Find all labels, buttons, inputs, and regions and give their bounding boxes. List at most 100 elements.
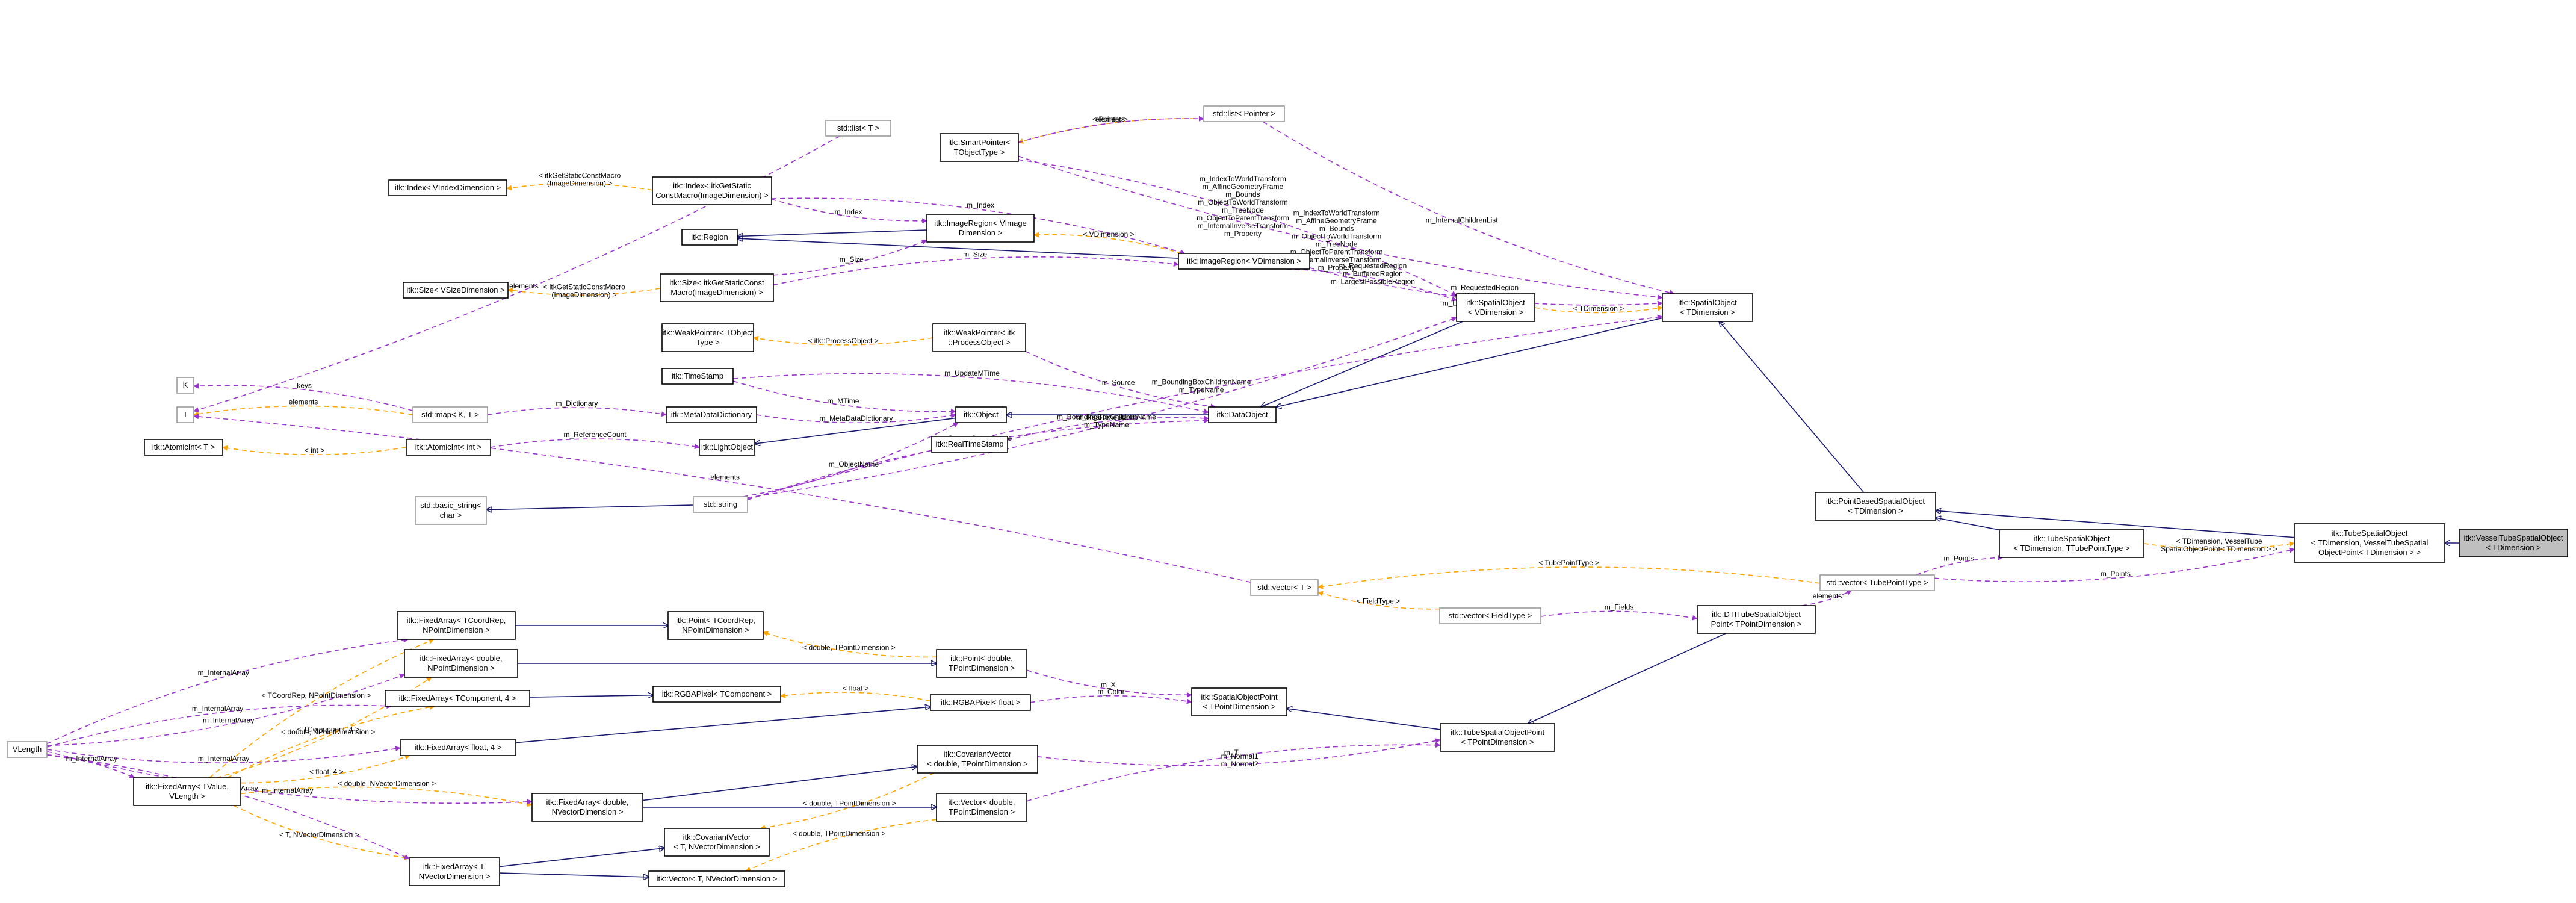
edge-label-line: m_Source xyxy=(1102,378,1135,386)
class-node-vessel[interactable]: itk::VesselTubeSpatialObject< TDimension… xyxy=(2459,529,2568,557)
class-node-fa-tcoord[interactable]: itk::FixedArray< TCoordRep,NPointDimensi… xyxy=(397,611,516,640)
class-node-object[interactable]: itk::Object xyxy=(955,406,1007,423)
edge-label: m_RealTimeStamp xyxy=(1076,413,1138,421)
class-node-t[interactable]: T xyxy=(176,406,194,423)
node-label-line: itk::PointBasedSpatialObject xyxy=(1826,497,1925,506)
class-node-atomicint-int[interactable]: itk::AtomicInt< int > xyxy=(406,439,491,456)
node-label-line: itk::TubeSpatialObjectPoint xyxy=(1451,728,1545,737)
class-node-std-list-pointer[interactable]: std::list< Pointer > xyxy=(1203,105,1285,122)
edge-template xyxy=(193,405,413,417)
class-node-std-basic-string[interactable]: std::basic_string<char > xyxy=(415,496,487,525)
class-node-lightobject[interactable]: itk::LightObject xyxy=(699,439,755,456)
class-node-spatialobj-v[interactable]: itk::SpatialObject< VDimension > xyxy=(1456,293,1535,322)
class-node-fa-double-np[interactable]: itk::FixedArray< double,NPointDimension … xyxy=(404,649,518,678)
node-label-line: itk::Index< VIndexDimension > xyxy=(395,183,501,192)
node-label-line: Point< TPointDimension > xyxy=(1711,619,1802,628)
edge-template xyxy=(745,819,937,872)
class-node-so-point[interactable]: itk::SpatialObjectPoint< TPointDimension… xyxy=(1191,687,1287,716)
node-label-line: itk::MetaDataDictionary xyxy=(671,410,752,419)
edge-label-line: < float, 4 > xyxy=(309,768,344,776)
edge-inherit xyxy=(1261,321,1463,407)
edge-label-line: < TCoordRep, NPointDimension > xyxy=(261,691,371,700)
class-node-tube-so[interactable]: itk::TubeSpatialObject< TDimension, TTub… xyxy=(1999,529,2144,558)
edge-label-line: m_Size xyxy=(840,255,864,264)
class-node-k[interactable]: K xyxy=(176,377,194,394)
edge-usage xyxy=(732,380,956,414)
edge-label-line: m_ReferenceCount xyxy=(563,430,627,439)
edge-label: m_InternalArray xyxy=(192,704,243,713)
class-node-tube-point[interactable]: itk::TubeSpatialObjectPoint< TPointDimen… xyxy=(1440,723,1555,752)
class-node-fa-tvalue[interactable]: itk::FixedArray< TValue,VLength > xyxy=(133,777,241,806)
node-box xyxy=(409,857,500,886)
edge-label-line: keys xyxy=(297,381,312,389)
edge-label-line: m_T xyxy=(1224,748,1239,757)
edge-label-line: m_RealTimeStamp xyxy=(1076,413,1138,421)
class-node-fa-float[interactable]: itk::FixedArray< float, 4 > xyxy=(400,739,516,756)
node-label-line: itk::FixedArray< double, xyxy=(546,798,629,807)
class-node-rgba-float[interactable]: itk::RGBAPixel< float > xyxy=(930,694,1031,711)
edge-label-line: < VDimension > xyxy=(1083,230,1134,238)
edge-label-line: < itkGetStaticConstMacro xyxy=(543,283,625,291)
node-label-line: ObjectPoint< TDimension > > xyxy=(2318,548,2421,557)
class-node-std-map[interactable]: std::map< K, T > xyxy=(412,406,488,423)
edge-usage xyxy=(46,703,392,748)
class-node-tube-so-vt[interactable]: itk::TubeSpatialObject< TDimension, Vess… xyxy=(2294,523,2445,563)
edge-label-line: < double, TPointDimension > xyxy=(803,799,896,808)
node-label-line: itk::RGBAPixel< float > xyxy=(941,698,1020,707)
class-node-weakpointer-po[interactable]: itk::WeakPointer< itk::ProcessObject > xyxy=(932,323,1026,352)
edge-inherit xyxy=(737,229,927,237)
class-node-covariant-double[interactable]: itk::CovariantVector< double, TPointDime… xyxy=(917,745,1038,774)
class-node-dataobject[interactable]: itk::DataObject xyxy=(1208,406,1277,423)
class-node-fa-tcomp[interactable]: itk::FixedArray< TComponent, 4 > xyxy=(385,690,530,707)
class-node-region[interactable]: itk::Region xyxy=(681,229,738,246)
edge-label: m_ReferenceCount xyxy=(563,430,627,439)
edge-inherit xyxy=(1287,709,1441,730)
edge-label-line: m_Property xyxy=(1224,229,1262,238)
class-node-timestamp[interactable]: itk::TimeStamp xyxy=(661,368,734,385)
class-node-index-const[interactable]: itk::Index< itkGetStaticConstMacro(Image… xyxy=(652,176,772,205)
class-node-fa-t-nv[interactable]: itk::FixedArray< T,NVectorDimension > xyxy=(409,857,500,886)
class-node-size-const[interactable]: itk::Size< itkGetStaticConstMacro(ImageD… xyxy=(660,273,774,302)
class-node-point-double[interactable]: itk::Point< double,TPointDimension > xyxy=(936,649,1027,678)
edge-label: m_Index xyxy=(835,208,862,216)
edge-template xyxy=(1033,232,1182,254)
node-box xyxy=(660,273,774,302)
edge-usage xyxy=(756,412,956,424)
class-node-atomicint-t[interactable]: itk::AtomicInt< T > xyxy=(144,439,223,456)
node-box xyxy=(1191,687,1287,716)
edge-inherit xyxy=(515,707,930,743)
class-node-rgba-tcomp[interactable]: itk::RGBAPixel< TComponent > xyxy=(652,686,781,703)
class-node-imageregion-v[interactable]: itk::ImageRegion< VDimension > xyxy=(1178,253,1310,270)
class-node-weakpointer-t[interactable]: itk::WeakPointer< TObjectType > xyxy=(661,323,754,352)
class-node-size-v[interactable]: itk::Size< VSizeDimension > xyxy=(403,282,509,299)
node-label-line: itk::AtomicInt< T > xyxy=(152,442,215,452)
class-node-fa-double-nv[interactable]: itk::FixedArray< double,NVectorDimension… xyxy=(531,793,643,822)
class-node-point-tcoord[interactable]: itk::Point< TCoordRep,NPointDimension > xyxy=(667,611,764,640)
edge-usage xyxy=(771,197,1186,255)
class-node-covariant-t[interactable]: itk::CovariantVector< T, NVectorDimensio… xyxy=(664,828,770,857)
edge-usage xyxy=(747,317,1457,498)
class-node-std-list-t[interactable]: std::list< T > xyxy=(825,120,891,137)
node-label-line: std::map< K, T > xyxy=(421,410,479,419)
class-node-std-vector-field[interactable]: std::vector< FieldType > xyxy=(1439,607,1541,624)
node-box xyxy=(681,229,738,246)
class-node-std-string[interactable]: std::string xyxy=(693,496,748,513)
edge-label: m_Source xyxy=(1102,378,1135,386)
class-node-pointbased[interactable]: itk::PointBasedSpatialObject< TDimension… xyxy=(1815,492,1936,521)
class-node-vector-t[interactable]: itk::Vector< T, NVectorDimension > xyxy=(648,870,785,887)
class-node-vlength[interactable]: VLength xyxy=(7,741,48,758)
node-label-line: NVectorDimension > xyxy=(552,807,624,816)
class-node-spatialobj-t[interactable]: itk::SpatialObject< TDimension > xyxy=(1662,293,1753,322)
class-node-metadatadict[interactable]: itk::MetaDataDictionary xyxy=(666,406,757,423)
class-node-smartpointer[interactable]: itk::SmartPointer<TObjectType > xyxy=(940,133,1019,162)
class-node-vector-double[interactable]: itk::Vector< double,TPointDimension > xyxy=(936,793,1027,822)
edge-label-line: m_AffineGeometryFrame xyxy=(1203,182,1284,191)
class-node-std-vector-t[interactable]: std::vector< T > xyxy=(1250,579,1319,596)
class-node-index-v[interactable]: itk::Index< VIndexDimension > xyxy=(388,179,507,196)
class-node-std-vector-tube[interactable]: std::vector< TubePointType > xyxy=(1819,574,1935,591)
edge-label: < int > xyxy=(305,446,324,455)
edge-label: m_Dictionary xyxy=(556,399,598,408)
class-node-realtimestamp[interactable]: itk::RealTimeStamp xyxy=(931,436,1008,453)
